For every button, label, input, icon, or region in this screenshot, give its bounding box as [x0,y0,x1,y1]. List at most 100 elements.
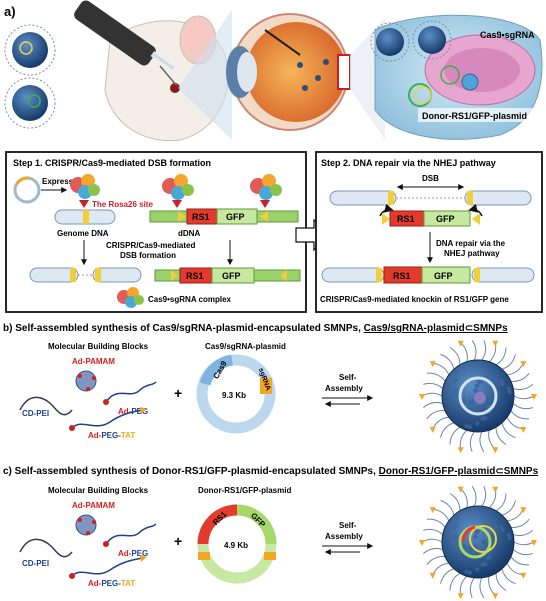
cas9-complex-icon [117,287,144,308]
tat-tip-icon [429,572,436,579]
cut-genome-dna [29,267,142,283]
step1-title: Step 1. CRISPR/Cas9-mediated DSB formati… [13,158,211,168]
tat-tip-icon [457,340,464,347]
insert-rs1-label: RS1 [397,214,415,224]
donor-plasmid-label: Donor-RS1/GFP-plasmid [422,111,527,121]
panel-c-title: c) Self-assembled synthesis of Donor-RS1… [3,466,539,477]
ddna-bar [149,208,299,225]
dsb-label: DSB [422,174,439,183]
tat-tip-icon [492,447,499,454]
tat-tip-icon [429,426,436,433]
nanoparticle-icon [4,77,56,129]
cas9-plasmid [196,354,276,434]
pegtat-label: Ad-PEG-TAT [88,579,135,588]
plus-sign: + [174,385,182,401]
building-blocks-label: Molecular Building Blocks [48,486,149,495]
peg-label: Ad-PEG [118,549,148,558]
donor-plasmid [197,504,277,584]
tat-tip-icon [531,540,537,546]
cut-ddna-gfp-label: GFP [222,271,241,281]
tat-tip-icon [457,447,464,454]
nanoparticle-icon [4,24,56,76]
self-assembly-label: Self- [339,521,357,530]
tat-tip-icon [419,394,425,400]
smnp-nanoparticle [419,486,537,600]
tat-tip-icon [429,507,436,514]
nanoparticle-icon [370,22,410,62]
knockin-gfp-label: GFP [434,271,453,281]
cdpei-label: CD-PEI [22,559,49,568]
ddna-gfp-label: GFP [226,212,245,222]
self-assembly-label-2: Assembly [325,384,363,393]
cas9-complex-icon [162,174,194,200]
expression-plasmid [13,176,41,204]
peg-chain [105,523,157,545]
nanoparticle-icon [412,20,452,60]
panel-a: a) [4,0,543,313]
dsb-formation-label-2: DSB formation [120,251,176,260]
tat-tip-icon [520,361,527,368]
genome-dna-label: Genome DNA [57,229,109,238]
dsb-formation-label: CRISPR/Cas9-mediated [106,241,195,250]
panel-b-title: b) Self-assembled synthesis of Cas9/sgRN… [3,323,508,334]
insert-fragment [382,210,480,227]
knockin-rs1-label: RS1 [393,271,411,281]
plasmid-size: 9.3 Kb [222,391,246,400]
peg-label: Ad-PEG [118,407,148,416]
smnp-nanoparticle [419,340,537,454]
knockin-dna [321,266,535,284]
tat-tip-icon [492,593,499,600]
ddna-label: dDNA [178,229,200,238]
step1-box [5,151,307,313]
pamam-dendrimer-icon [75,370,97,392]
plasmid-title: Donor-RS1/GFP-plasmid [198,486,291,495]
cas9-complex-icon [250,174,282,200]
rosa26-label: The Rosa26 site [92,200,153,209]
cas9-sgrna-label: Cas9•sgRNA [480,30,535,40]
tat-tip-icon [457,593,464,600]
cd-pei-chain [19,396,73,416]
cut-ddna [154,267,301,284]
eye-illustration [226,13,351,131]
tat-tip-icon [520,572,527,579]
tat-tip-icon [492,340,499,347]
repair-label: DNA repair via the [436,239,506,248]
tat-tip-icon [419,540,425,546]
syringe-illustration [74,0,178,87]
panel-c: c) Self-assembled synthesis of Donor-RS1… [3,466,539,600]
dsb-genome-dna [329,190,532,206]
tat-tip-icon [457,486,464,493]
pamam-label: Ad-PAMAM [72,501,115,510]
plasmid-title: Cas9/sgRNA-plasmid [205,342,286,351]
cas9-complex-icon [70,174,100,199]
express-label: Express [42,177,74,186]
pegtat-label: Ad-PEG-TAT [88,431,135,440]
pamam-dendrimer-icon [75,514,97,536]
peg-chain [105,381,157,403]
pamam-label: Ad-PAMAM [72,357,115,366]
self-assembly-label: Self- [339,373,357,382]
tat-tip-icon [531,394,537,400]
tat-tip-icon [492,486,499,493]
peg-tat-chain [71,557,144,577]
knockin-label: CRISPR/Cas9-mediated knockin of RS1/GFP … [320,295,509,304]
cd-pei-chain [19,538,73,558]
step2-box [315,151,543,313]
zoom-cone [178,10,232,140]
genome-dna-bar [54,209,116,225]
tat-tip-icon [429,361,436,368]
panel-b: b) Self-assembled synthesis of Cas9/sgRN… [3,323,537,454]
repair-label-2: NHEJ pathway [444,249,500,258]
plus-sign: + [174,533,182,549]
self-assembly-label-2: Assembly [325,532,363,541]
complex-label: Cas9•sgRNA complex [148,295,232,304]
cut-ddna-rs1-label: RS1 [186,271,204,281]
panel-a-label: a) [4,4,16,19]
insert-gfp-label: GFP [436,214,455,224]
ddna-rs1-label: RS1 [192,212,210,222]
cdpei-label: CD-PEI [22,409,49,418]
peg-tat-chain [71,409,144,429]
step2-title: Step 2. DNA repair via the NHEJ pathway [321,158,496,168]
building-blocks-label: Molecular Building Blocks [48,342,149,351]
tat-tip-icon [520,507,527,514]
